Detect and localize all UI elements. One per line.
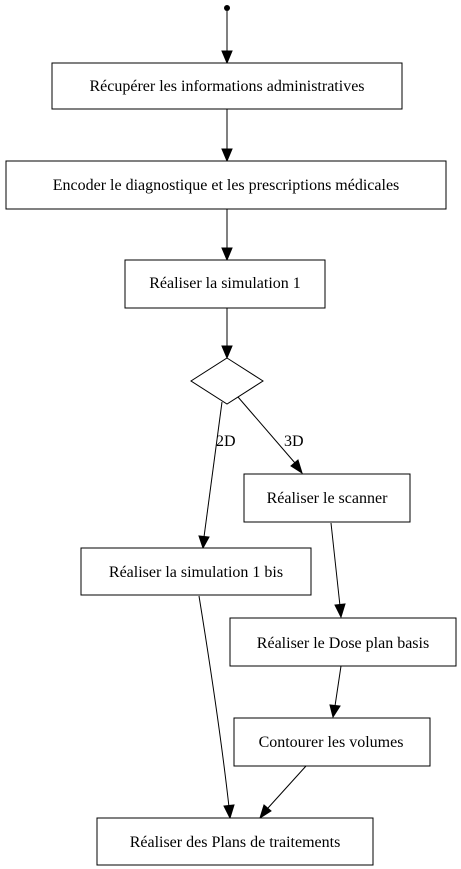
node-scanner: Réaliser le scanner [243, 473, 411, 523]
arrowhead-simulation1bis [198, 535, 210, 550]
node-encoder: Encoder le diagnostique et les prescript… [5, 160, 447, 210]
edge-scanner-to-doseplan [330, 522, 341, 607]
edge-label-3d: 3D [284, 433, 304, 450]
node-label-doseplan: Réaliser le Dose plan basis [257, 635, 429, 652]
arrowhead-plans-right [259, 804, 272, 820]
start-point [224, 5, 230, 11]
node-plans: Réaliser des Plans de traitements [96, 817, 374, 866]
node-box-doseplan [229, 617, 457, 667]
arrowhead-contourer [329, 704, 341, 719]
edges [198, 11, 346, 820]
arrowhead-doseplan [334, 603, 346, 619]
arrowhead-simulation1 [221, 247, 233, 262]
edge-decision-to-simulation1bis [203, 401, 223, 538]
edge-contourer-to-plans [267, 765, 307, 809]
node-label-simulation1bis: Réaliser la simulation 1 bis [109, 564, 283, 581]
decision-diamond [190, 357, 264, 405]
node-label-recuperer: Récupérer les informations administrativ… [89, 78, 364, 95]
node-label-scanner: Réaliser le scanner [267, 490, 389, 507]
node-contourer: Contourer les volumes [233, 717, 431, 767]
node-label-plans: Réaliser des Plans de traitements [130, 834, 341, 851]
node-box-simulation1bis [80, 547, 312, 596]
node-box-contourer [233, 717, 431, 767]
node-box-encoder [5, 160, 447, 210]
arrowhead-encoder [221, 148, 233, 163]
node-box-plans [96, 817, 374, 866]
node-box-recuperer [51, 62, 403, 110]
edge-label-2d: 2D [216, 433, 236, 450]
arrowhead-plans-left [223, 804, 235, 820]
arrowhead-scanner [290, 459, 303, 475]
node-label-contourer: Contourer les volumes [259, 734, 404, 751]
edge-doseplan-to-contourer [334, 665, 342, 707]
node-recuperer: Récupérer les informations administrativ… [51, 62, 403, 110]
node-label-encoder: Encoder le diagnostique et les prescript… [53, 177, 400, 194]
node-label-simulation1: Réaliser la simulation 1 [149, 275, 301, 292]
arrowhead-decision [221, 345, 233, 360]
node-simulation1bis: Réaliser la simulation 1 bis [80, 547, 312, 596]
node-box-scanner [243, 473, 411, 523]
node-doseplan: Réaliser le Dose plan basis [229, 617, 457, 667]
edge-decision-to-scanner [237, 396, 296, 464]
node-simulation1: Réaliser la simulation 1 [124, 259, 326, 309]
arrowhead-recuperer [221, 50, 233, 65]
node-box-simulation1 [124, 259, 326, 309]
edge-simulation1bis-to-plans [198, 595, 230, 808]
